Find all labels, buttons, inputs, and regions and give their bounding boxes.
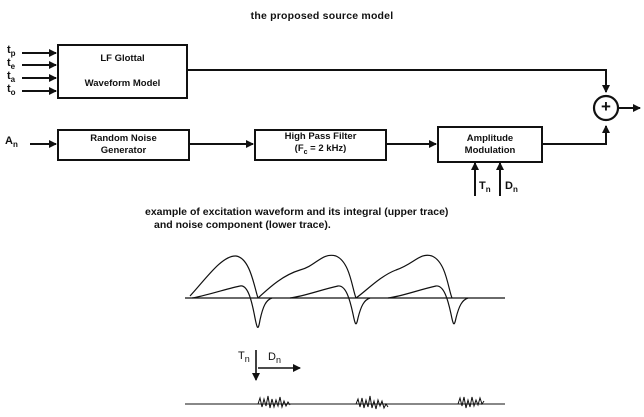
noise-block-line1: Random Noise <box>90 133 157 144</box>
hpf-block-line2: (Fc = 2 kHz) <box>294 143 347 156</box>
am-block-line2: Modulation <box>464 144 516 156</box>
input-te-label: te <box>7 57 16 72</box>
input-to-label: to <box>7 83 16 98</box>
lf-glottal-model-block: LF Glottal Waveform Model <box>57 44 188 99</box>
mod-tn-label: Tn <box>479 180 491 195</box>
caption-line1: example of excitation waveform and its i… <box>145 206 449 218</box>
waveform-dn-label: Dn <box>268 351 281 366</box>
lf-block-line1: LF Glottal <box>100 52 145 64</box>
mod-dn-label: Dn <box>505 180 518 195</box>
amplitude-modulation-block: Amplitude Modulation <box>437 126 543 163</box>
caption-line2: and noise component (lower trace). <box>154 219 331 231</box>
am-block-line1: Amplitude <box>466 132 514 144</box>
waveform-tn-label: Tn <box>238 350 250 365</box>
derivative-trace <box>191 285 469 328</box>
input-an-label: An <box>5 135 18 150</box>
noise-block-line2: Generator <box>100 145 147 156</box>
sum-plus-symbol: + <box>601 97 611 116</box>
hpf-block-line1: High Pass Filter <box>284 131 357 143</box>
input-ta-label: ta <box>7 70 16 85</box>
am-to-sum-arrow <box>543 125 610 145</box>
noise-trace-markers <box>252 350 301 381</box>
noise-component-trace <box>185 395 505 410</box>
diagram-title: the proposed source model <box>250 10 394 22</box>
random-noise-generator-block: Random Noise Generator <box>57 129 190 161</box>
input-tp-label: tp <box>7 44 16 59</box>
lf-to-sum-arrow <box>188 69 610 93</box>
high-pass-filter-block: High Pass Filter (Fc = 2 kHz) <box>254 129 387 161</box>
lf-block-line2: Waveform Model <box>84 78 161 90</box>
lf-input-arrows <box>22 49 57 95</box>
excitation-waveform-trace <box>185 254 505 328</box>
integral-trace <box>189 254 453 299</box>
